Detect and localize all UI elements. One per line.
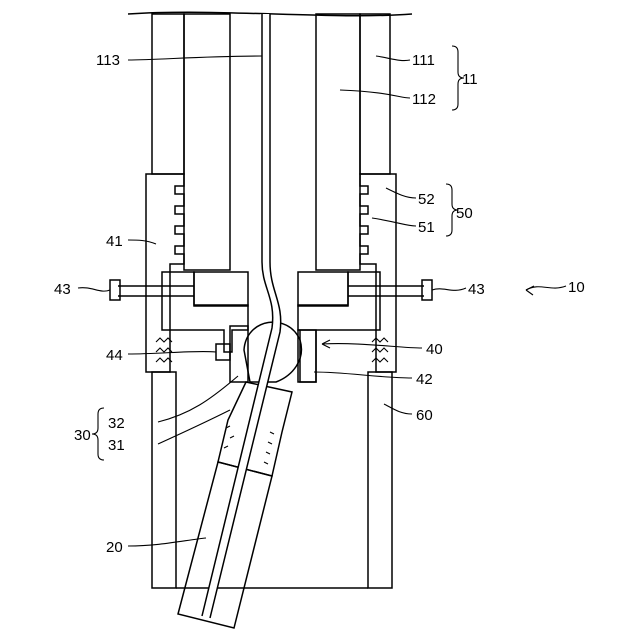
label-32: 32 [108,415,125,432]
label-43-left: 43 [54,281,71,298]
block-left-upper [194,272,248,306]
reference-numerals: 113 111 112 11 52 51 50 41 43 43 10 44 4… [54,52,585,556]
label-20: 20 [106,539,123,556]
label-112: 112 [412,91,436,108]
rod-head-right [422,280,432,300]
wire-113 [202,14,281,618]
lower-tube-60 [152,372,392,588]
leader-43-left [78,288,110,291]
leader-111 [376,56,410,61]
tube-60-right [368,372,392,588]
tube-60-left [152,372,176,588]
leader-42 [314,372,412,378]
inner-layer-112-left [184,14,230,270]
wire-113-right-edge [210,14,281,618]
brace-30 [92,408,104,460]
label-113: 113 [96,52,120,69]
rod-head-left [110,280,120,300]
label-60: 60 [416,407,433,424]
block-right-upper [298,272,348,306]
leader-43-right [432,288,466,290]
label-51: 51 [418,219,435,236]
label-43-right: 43 [468,281,485,298]
label-11: 11 [462,71,478,88]
outer-sheath-111-left [152,14,184,174]
label-10: 10 [568,279,585,296]
label-41: 41 [106,233,123,250]
label-52: 52 [418,191,435,208]
label-30: 30 [74,427,91,444]
label-40: 40 [426,341,443,358]
sleeve-52-left [146,174,184,372]
label-111: 111 [412,52,435,69]
leader-40 [322,344,422,348]
thread-right-lower [372,338,388,362]
leader-20 [128,538,206,546]
leader-112 [340,90,410,98]
housing-41-right [298,272,380,382]
housing-41-left [162,272,248,352]
label-50: 50 [456,205,473,222]
leader-32 [158,376,238,422]
label-31: 31 [108,437,125,454]
label-42: 42 [416,371,433,388]
sleeve-52-right [360,174,396,372]
leader-113 [128,56,262,60]
leader-52 [386,188,416,198]
wire-113-left-edge [202,14,273,616]
label-44: 44 [106,347,123,364]
leader-51 [372,218,416,226]
inner-layer-112-right [316,14,360,270]
leader-31 [158,410,230,444]
leader-41 [128,240,156,244]
leader-60 [384,404,412,414]
